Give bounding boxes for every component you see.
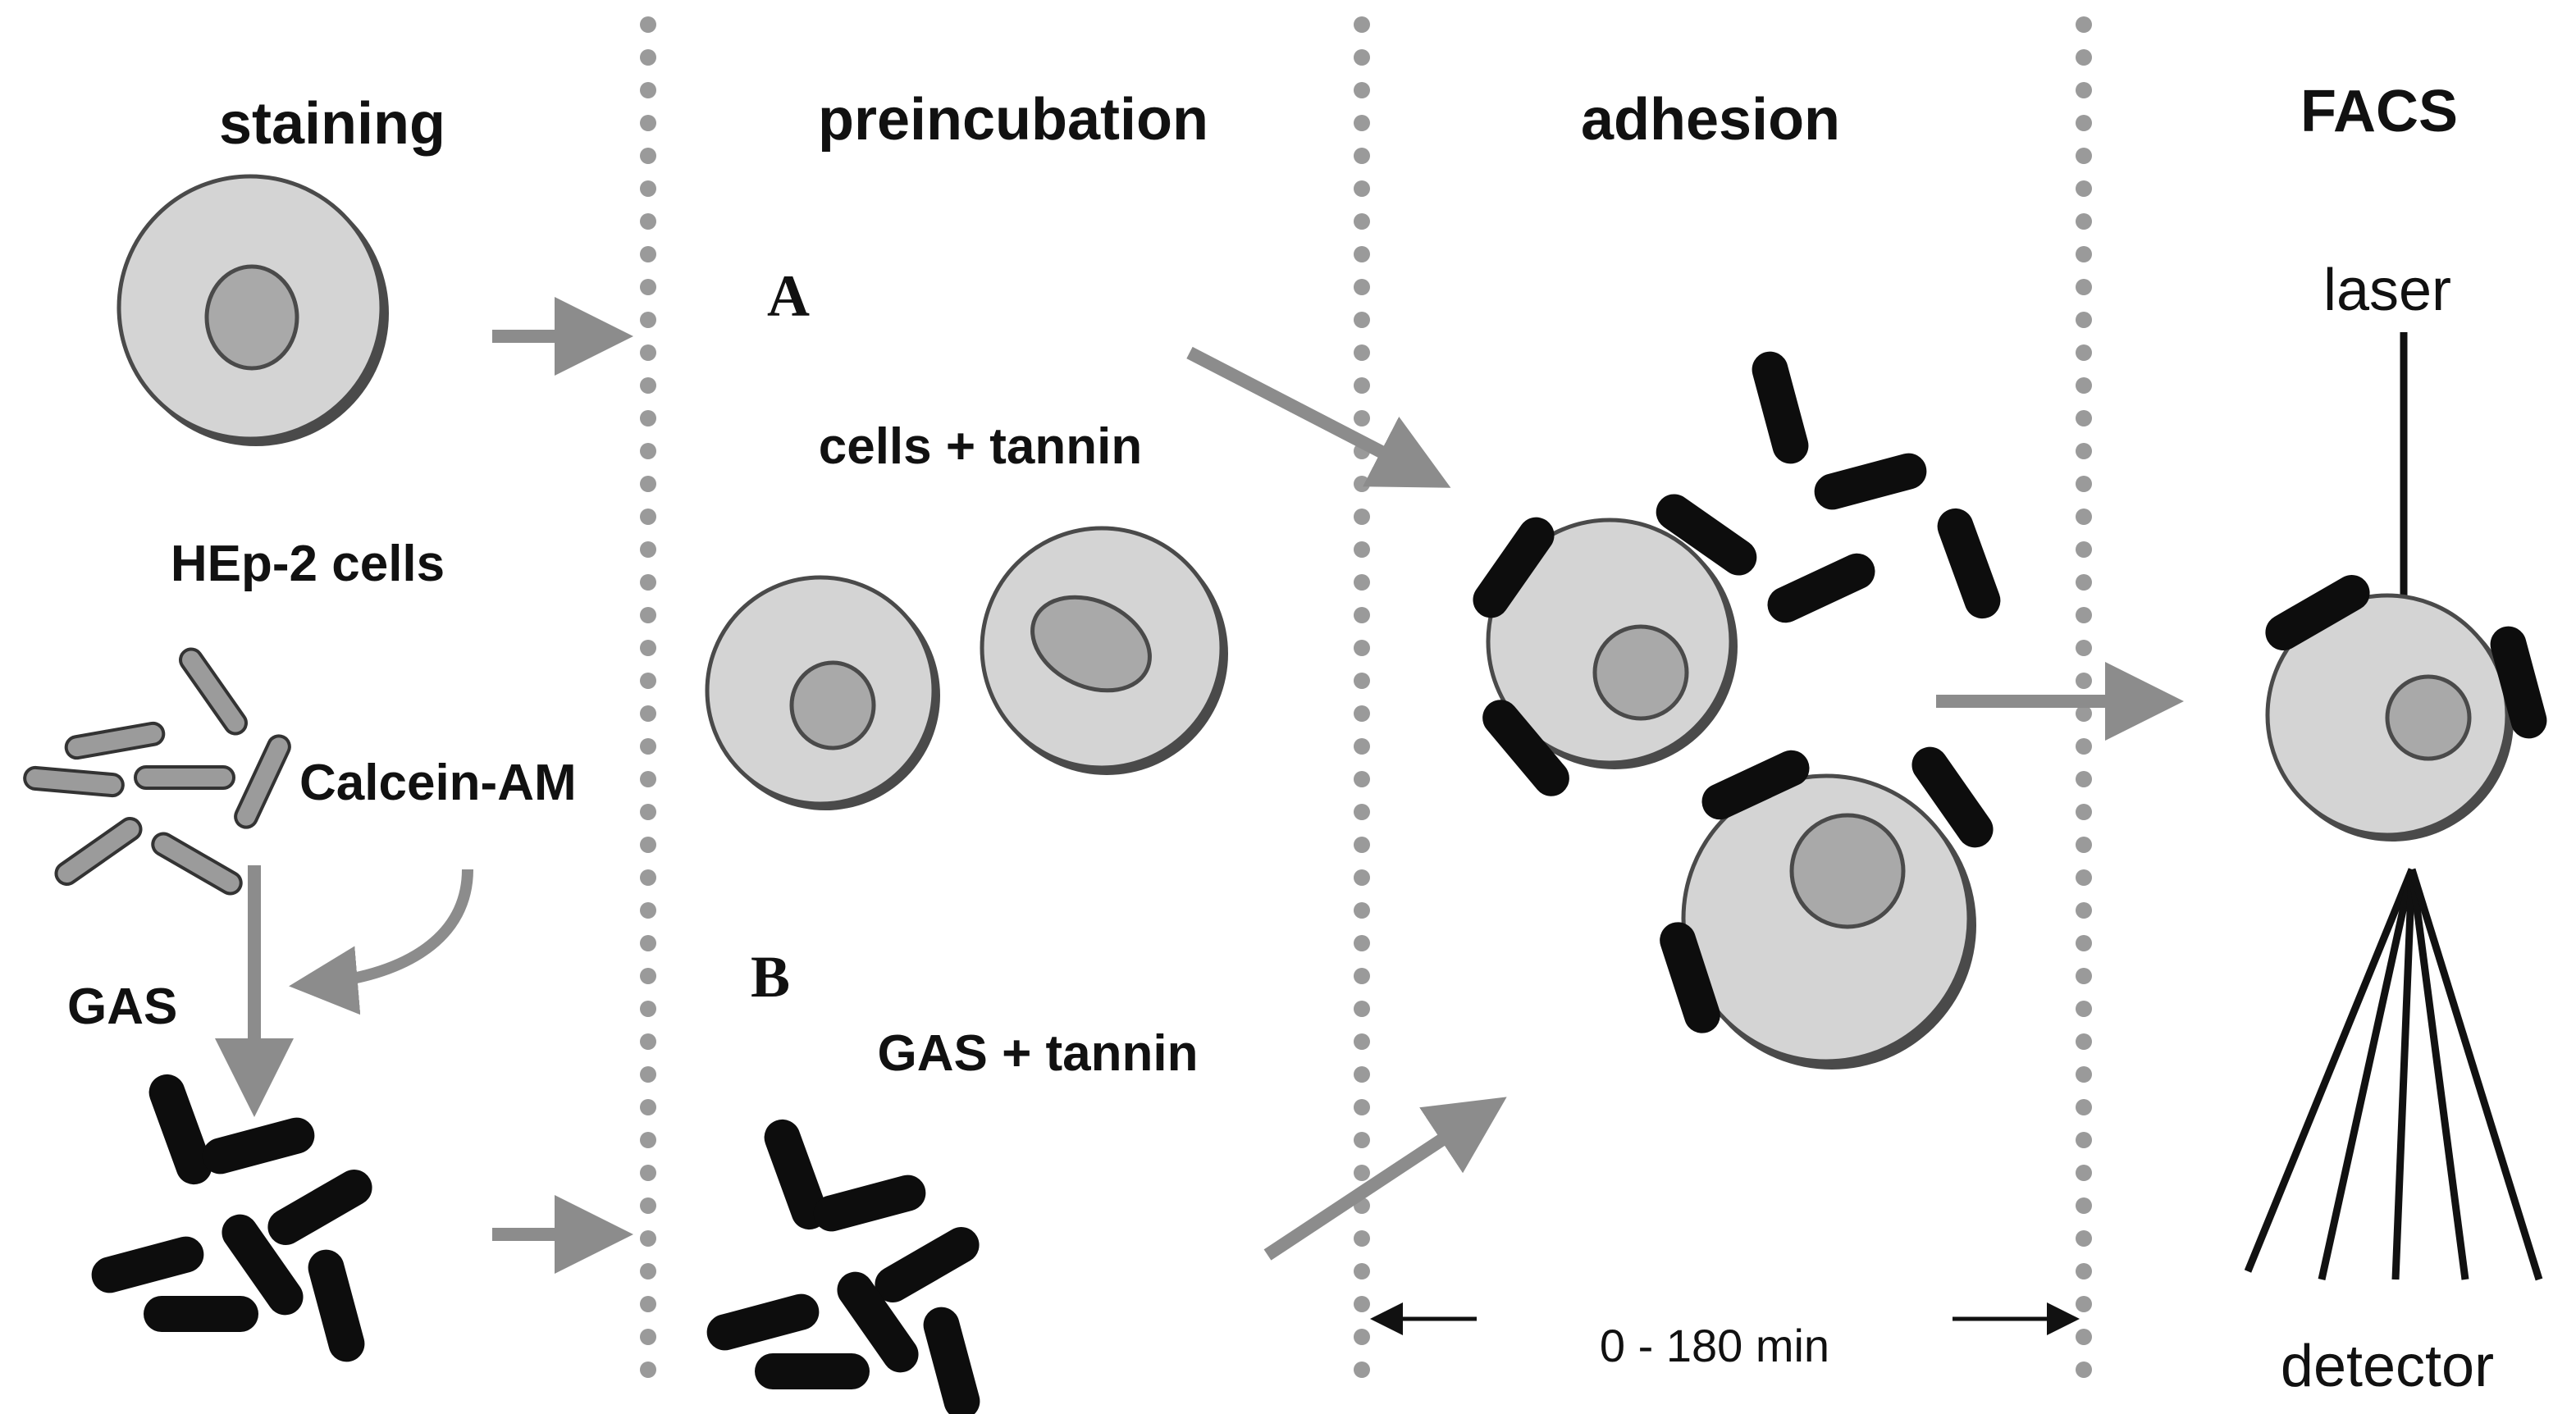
adhesion-cell-bottom	[1681, 773, 1976, 1070]
label-calcein-am: Calcein-AM	[299, 755, 577, 811]
nucleus	[1789, 813, 1906, 929]
label-detector: detector	[2281, 1334, 2494, 1399]
label-variant-b: B	[751, 944, 790, 1010]
label-variant-a: A	[767, 263, 810, 329]
nucleus	[2385, 674, 2472, 761]
heading-preincubation: preincubation	[818, 87, 1208, 153]
label-cells-tannin: cells + tannin	[819, 418, 1143, 475]
label-gas-tannin: GAS + tannin	[878, 1025, 1199, 1082]
adhesion-cell-top	[1486, 518, 1738, 769]
arrow-a-to-adhesion	[1186, 346, 1451, 488]
facs-cell	[2265, 593, 2514, 842]
label-time-range: 0 - 180 min	[1600, 1320, 1829, 1371]
nucleus	[1592, 624, 1689, 721]
nucleus	[789, 660, 876, 750]
heading-adhesion: adhesion	[1581, 87, 1840, 153]
bacteria-tannin	[706, 1119, 980, 1414]
bacteria-unstained	[23, 647, 291, 896]
detector-lines	[2244, 868, 2543, 1281]
label-gas: GAS	[67, 978, 177, 1035]
hep2-cell	[116, 174, 389, 446]
heading-staining: staining	[219, 91, 445, 157]
heading-facs: FACS	[2300, 79, 2458, 144]
label-laser: laser	[2323, 258, 2451, 323]
bacteria-stained	[91, 1074, 372, 1362]
bacteria-adhering	[1473, 351, 2001, 1033]
label-hep2-cells: HEp-2 cells	[171, 536, 445, 592]
arrow-b-to-adhesion	[1263, 1097, 1507, 1261]
cell-tannin-left	[705, 575, 940, 810]
curved-arrow-calcein	[289, 869, 473, 1015]
bacteria-facs	[2265, 575, 2547, 739]
nucleus	[1030, 595, 1152, 693]
nucleus	[204, 264, 299, 371]
cell-tannin-right	[980, 526, 1228, 775]
